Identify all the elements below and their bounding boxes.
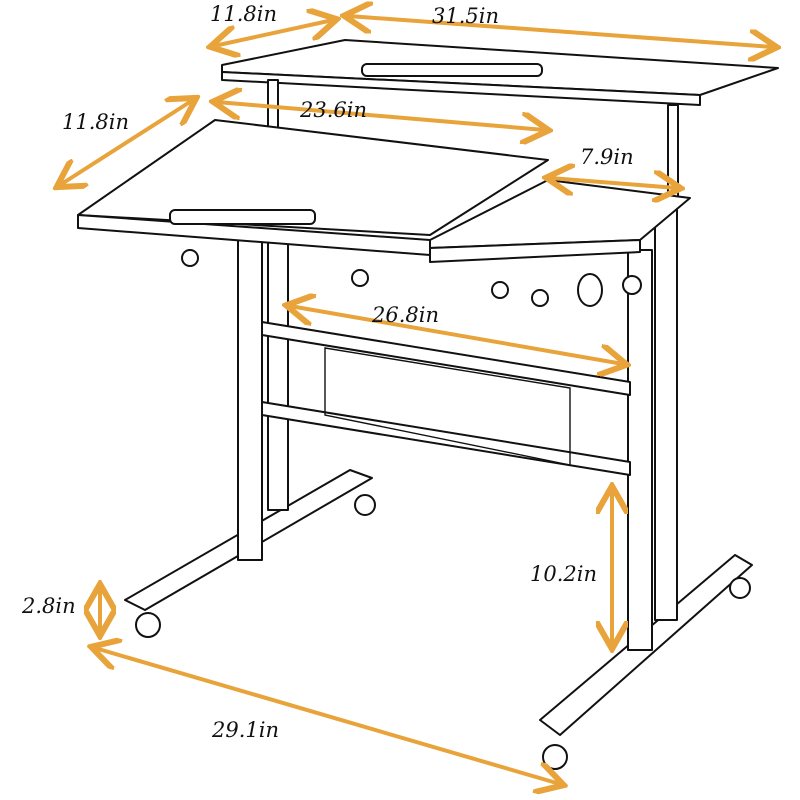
label-base-clearance: 10.2in: [530, 562, 597, 586]
tilt-lock: [577, 273, 603, 307]
caster: [354, 494, 376, 516]
arrow-top-shelf-depth: [214, 20, 333, 46]
label-side-tray-width: 7.9in: [580, 145, 634, 169]
label-base-length: 29.1in: [212, 718, 279, 742]
label-tilt-desk-width: 23.6in: [300, 98, 367, 122]
arrow-base-length: [95, 648, 560, 784]
caster: [729, 577, 751, 599]
desk-frame: [77, 39, 779, 770]
arrow-top-shelf-width: [348, 16, 773, 47]
knob: [491, 281, 509, 299]
label-top-shelf-depth: 11.8in: [210, 2, 277, 26]
label-top-shelf-width: 31.5in: [432, 4, 499, 28]
arrow-crossbar-width: [290, 306, 623, 364]
right-upright-back: [654, 199, 678, 621]
label-tilt-desk-depth: 11.8in: [62, 110, 129, 134]
arrow-tilt-desk-depth: [60, 100, 193, 185]
arrow-side-tray-width: [550, 178, 677, 188]
label-foot-height: 2.8in: [22, 594, 76, 618]
pen-stop: [169, 209, 316, 225]
arrow-tilt-desk-width: [217, 102, 545, 130]
knob: [181, 249, 199, 267]
crossbar-lower: [261, 401, 631, 476]
right-upright-front: [627, 249, 653, 651]
left-upright-back: [267, 239, 289, 511]
knob: [622, 275, 642, 295]
knob: [351, 269, 369, 287]
dimension-arrows: [60, 16, 773, 784]
top-shelf-slot: [361, 63, 543, 77]
caster: [542, 744, 568, 770]
caster: [135, 612, 161, 638]
label-crossbar-width: 26.8in: [372, 303, 439, 327]
left-upright-front: [237, 239, 263, 561]
knob: [531, 289, 549, 307]
